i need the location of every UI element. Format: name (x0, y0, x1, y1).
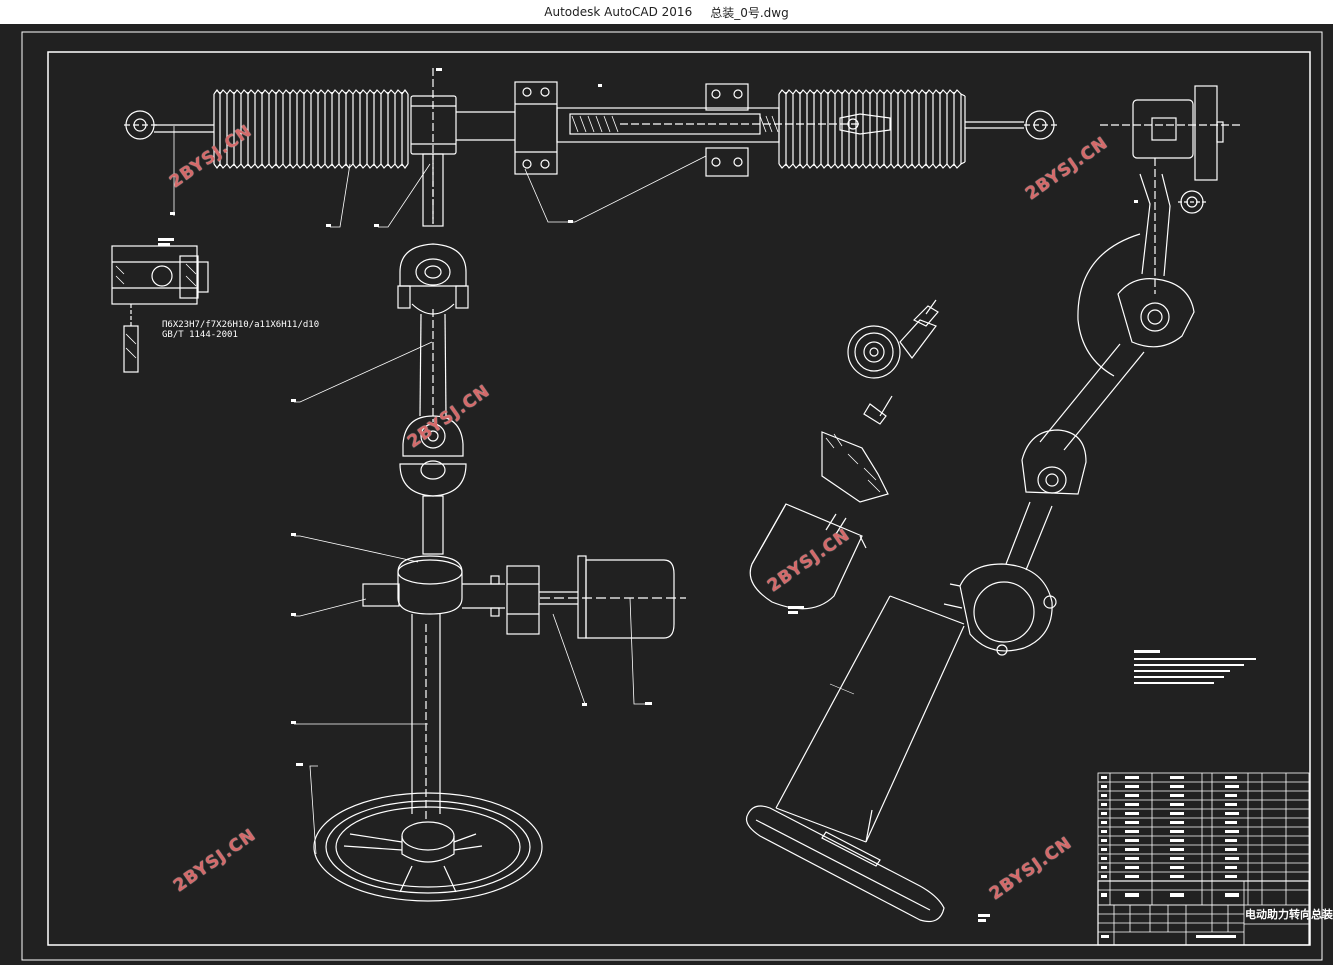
title-bar: Autodesk AutoCAD 2016 总装_0号.dwg (0, 0, 1333, 24)
right-bellows (778, 89, 966, 169)
isometric-assembly (745, 85, 1240, 923)
left-bellows (213, 89, 409, 169)
parts-list-marks (158, 68, 1256, 938)
steering-column-left (294, 153, 686, 902)
spline-note-line1: Π6X23H7/f7X26H10/a11X6H11/d10 (162, 320, 320, 330)
cad-drawing[interactable] (0, 24, 1333, 961)
drawing-canvas[interactable]: Π6X23H7/f7X26H10/a11X6H11/d10 GB/T 1144-… (0, 24, 1333, 961)
spline-section-detail (111, 245, 209, 373)
title-block (1097, 772, 1310, 946)
spline-note-line2: GB/T 1144-2001 (162, 330, 238, 340)
steering-rack (124, 68, 1058, 228)
file-name: 总装_0号.dwg (710, 5, 789, 20)
title-block-name: 电动助力转向总装配 (1245, 908, 1333, 921)
outer-border (21, 31, 1323, 961)
app-name: Autodesk AutoCAD 2016 (544, 5, 693, 19)
inner-border (47, 51, 1311, 946)
